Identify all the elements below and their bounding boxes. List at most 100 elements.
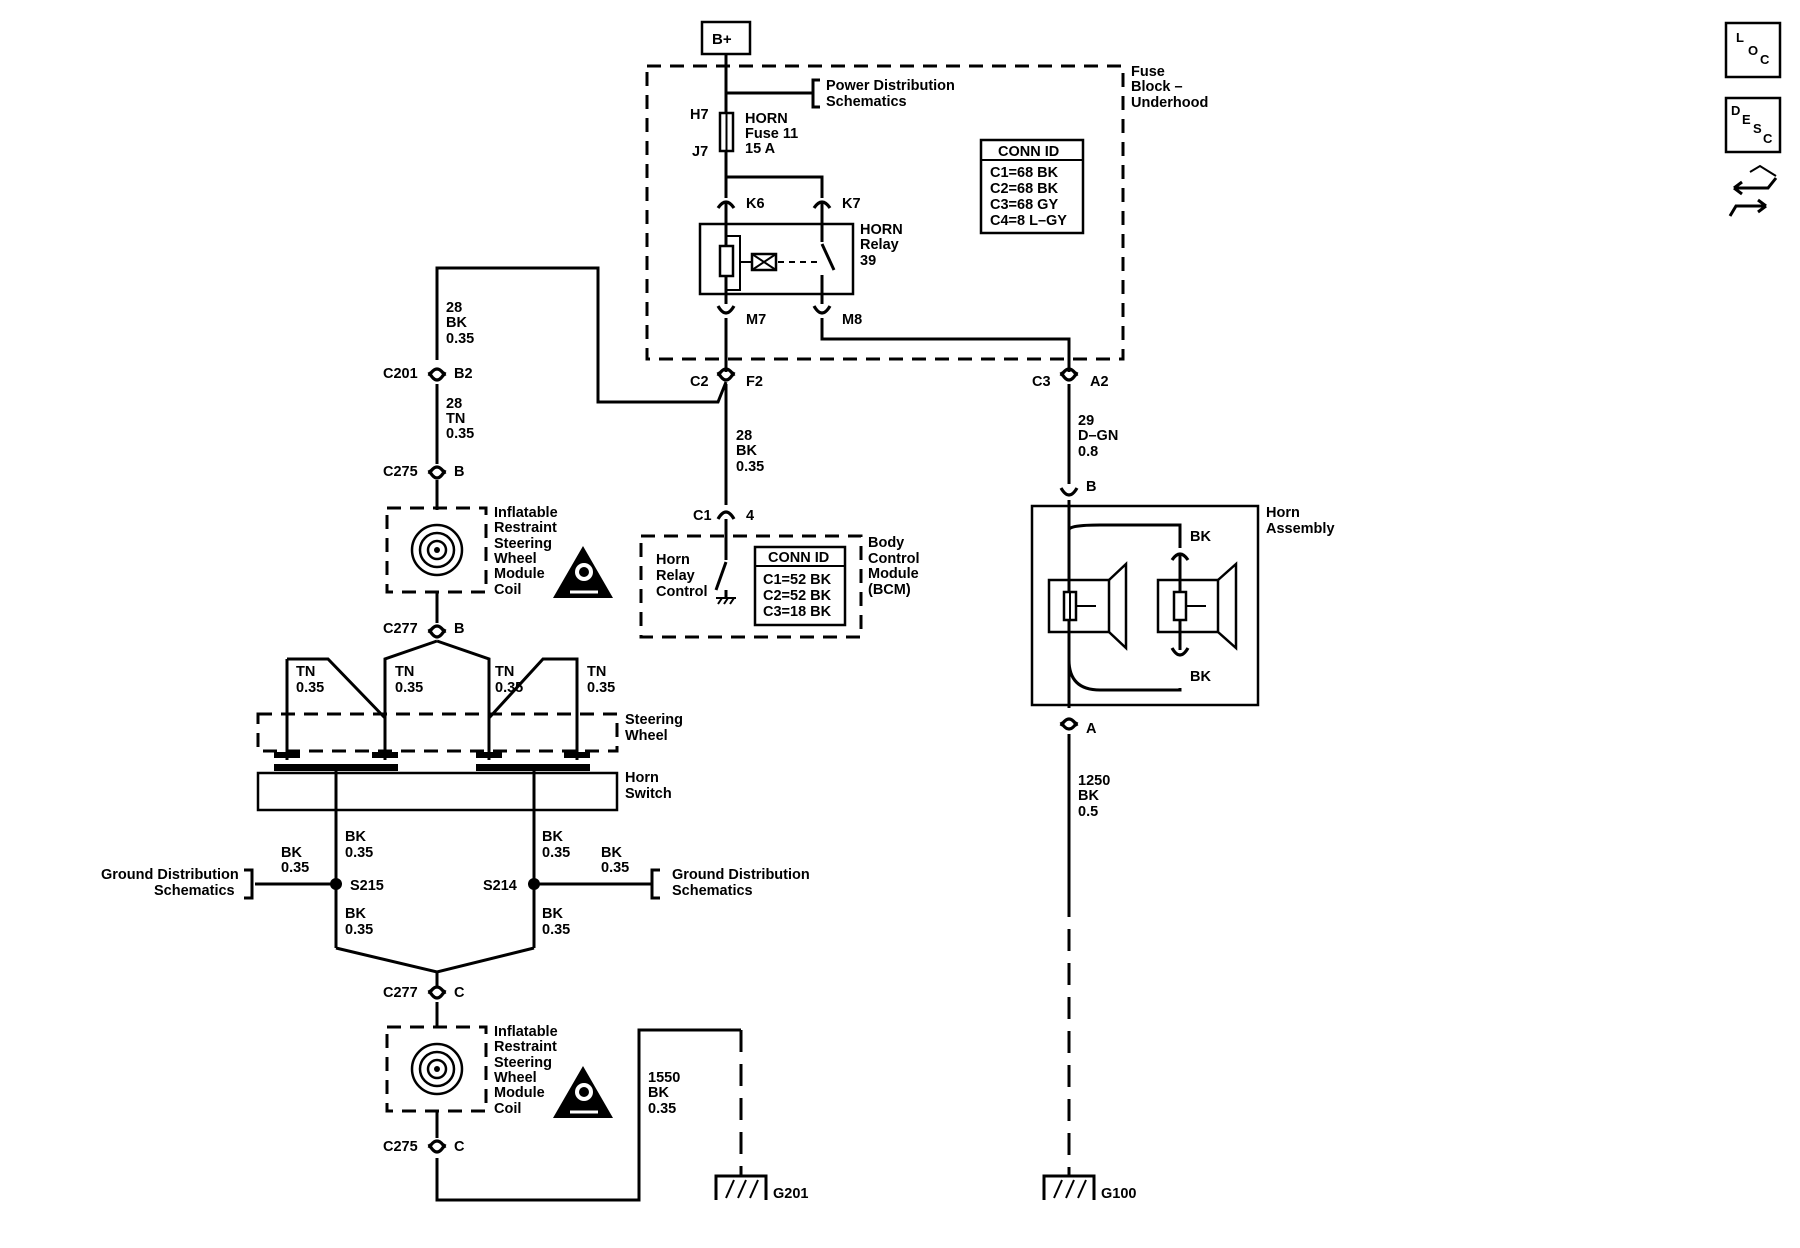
fuse-block-title: Fuse Block – Underhood xyxy=(1131,64,1208,111)
svg-text:C1=52 BK: C1=52 BK xyxy=(763,572,832,588)
two-way-arrows-icon[interactable] xyxy=(1728,164,1778,217)
svg-text:Steering: Steering xyxy=(494,536,552,552)
svg-text:M8: M8 xyxy=(842,312,862,328)
svg-text:C3=18 BK: C3=18 BK xyxy=(763,604,832,620)
svg-text:K6: K6 xyxy=(746,196,765,212)
svg-text:B: B xyxy=(1086,479,1096,495)
battery-positive-terminal: B+ xyxy=(700,20,752,56)
svg-text:0.35: 0.35 xyxy=(495,680,523,696)
svg-text:Coil: Coil xyxy=(494,1101,521,1117)
svg-text:Underhood: Underhood xyxy=(1131,95,1208,111)
svg-text:C3=68 GY: C3=68 GY xyxy=(990,197,1058,213)
ground-g201-label: G201 xyxy=(773,1186,808,1202)
connector-c1-4 xyxy=(716,510,736,520)
svg-text:A: A xyxy=(1086,721,1097,737)
svg-text:Body: Body xyxy=(868,535,904,551)
svg-text:15 A: 15 A xyxy=(745,141,776,157)
svg-text:0.35: 0.35 xyxy=(446,426,474,442)
relay-pin-k7 xyxy=(812,200,832,209)
desc-icon[interactable]: D E S C xyxy=(1724,96,1782,154)
svg-text:Relay: Relay xyxy=(860,237,899,253)
power-distribution-reference[interactable]: Power Distribution Schematics xyxy=(826,78,955,110)
svg-text:TN: TN xyxy=(446,411,465,427)
relay-label: HORN Relay 39 xyxy=(860,222,903,269)
svg-text:S215: S215 xyxy=(350,878,384,894)
ground-g201-icon xyxy=(714,1174,768,1200)
relay-pin-k6 xyxy=(716,200,736,209)
svg-text:C275: C275 xyxy=(383,464,418,480)
svg-text:Steering: Steering xyxy=(494,1055,552,1071)
desc-letter-3: S xyxy=(1753,121,1762,136)
svg-text:Wheel: Wheel xyxy=(494,551,537,567)
svg-text:D–GN: D–GN xyxy=(1078,428,1118,444)
wire-1550-bk-label: 1550 BK 0.35 xyxy=(648,1070,680,1117)
svg-text:28: 28 xyxy=(446,396,462,412)
svg-text:K7: K7 xyxy=(842,196,861,212)
horn-relay xyxy=(698,222,855,296)
loc-letter-2: O xyxy=(1748,43,1758,58)
desc-letter-2: E xyxy=(1742,112,1751,127)
ground-distribution-left-reference[interactable]: Ground Distribution Schematics xyxy=(101,867,239,899)
svg-text:S214: S214 xyxy=(483,878,517,894)
horn-connector-top xyxy=(1170,552,1190,561)
svg-text:Inflatable: Inflatable xyxy=(494,1024,558,1040)
svg-text:M7: M7 xyxy=(746,312,766,328)
airbag-warning-icon xyxy=(553,546,613,598)
svg-text:0.35: 0.35 xyxy=(345,922,373,938)
svg-text:Module: Module xyxy=(494,1085,545,1101)
tn-branch-1 xyxy=(287,657,387,760)
svg-text:B+: B+ xyxy=(712,31,732,48)
svg-text:BK: BK xyxy=(1078,788,1099,804)
horn-assembly-label: Horn Assembly xyxy=(1266,505,1335,537)
svg-text:C4=8 L–GY: C4=8 L–GY xyxy=(990,213,1067,229)
svg-text:BK: BK xyxy=(345,829,366,845)
loc-letter-3: C xyxy=(1760,52,1770,67)
svg-text:Assembly: Assembly xyxy=(1266,521,1335,537)
bk-labels-upper: BK 0.35 BK 0.35 BK 0.35 BK 0.35 xyxy=(281,829,629,876)
svg-text:B2: B2 xyxy=(454,366,473,382)
svg-text:Fuse: Fuse xyxy=(1131,64,1165,80)
steering-wheel-outline xyxy=(256,712,619,753)
upper-clockspring-label: Inflatable Restraint Steering Wheel Modu… xyxy=(494,505,558,598)
svg-text:0.5: 0.5 xyxy=(1078,804,1098,820)
fuse-bottom-pin: J7 xyxy=(692,144,708,160)
bcm-horn-relay-control: Horn Relay Control xyxy=(656,519,736,605)
desc-letter-4: C xyxy=(1763,131,1773,146)
svg-text:Restraint: Restraint xyxy=(494,1039,557,1055)
svg-text:Steering: Steering xyxy=(625,712,683,728)
svg-text:Schematics: Schematics xyxy=(154,883,235,899)
ground-distribution-right-reference[interactable]: Ground Distribution Schematics xyxy=(672,867,810,899)
loc-icon[interactable]: L O C xyxy=(1724,21,1782,79)
svg-text:TN: TN xyxy=(495,664,514,680)
airbag-warning-icon xyxy=(553,1066,613,1118)
ground-dist-left-bracket xyxy=(244,868,254,900)
svg-text:BK: BK xyxy=(446,315,467,331)
svg-text:0.35: 0.35 xyxy=(281,860,309,876)
svg-text:TN: TN xyxy=(395,664,414,680)
ground-dist-right-bracket xyxy=(650,868,660,900)
svg-text:B: B xyxy=(454,621,464,637)
svg-text:TN: TN xyxy=(296,664,315,680)
horn-switch xyxy=(256,771,619,812)
fuse-label: HORN Fuse 11 15 A xyxy=(745,111,798,157)
svg-text:0.35: 0.35 xyxy=(542,845,570,861)
svg-text:Module: Module xyxy=(868,566,919,582)
svg-text:0.35: 0.35 xyxy=(296,680,324,696)
svg-text:Horn: Horn xyxy=(1266,505,1300,521)
svg-text:0.35: 0.35 xyxy=(587,680,615,696)
svg-text:28: 28 xyxy=(446,300,462,316)
lower-clockspring-coil-icon xyxy=(410,1042,464,1096)
svg-text:BK: BK xyxy=(542,829,563,845)
svg-text:A2: A2 xyxy=(1090,374,1109,390)
horn-speaker-right-icon xyxy=(1156,561,1238,651)
svg-text:Control: Control xyxy=(868,551,920,567)
horn-connector-b xyxy=(1059,487,1079,497)
relay-switch xyxy=(820,224,836,294)
svg-text:C2: C2 xyxy=(690,374,709,390)
svg-text:C2=68 BK: C2=68 BK xyxy=(990,181,1059,197)
svg-text:TN: TN xyxy=(587,664,606,680)
svg-text:Module: Module xyxy=(494,566,545,582)
svg-text:4: 4 xyxy=(746,508,754,524)
svg-text:39: 39 xyxy=(860,253,876,269)
